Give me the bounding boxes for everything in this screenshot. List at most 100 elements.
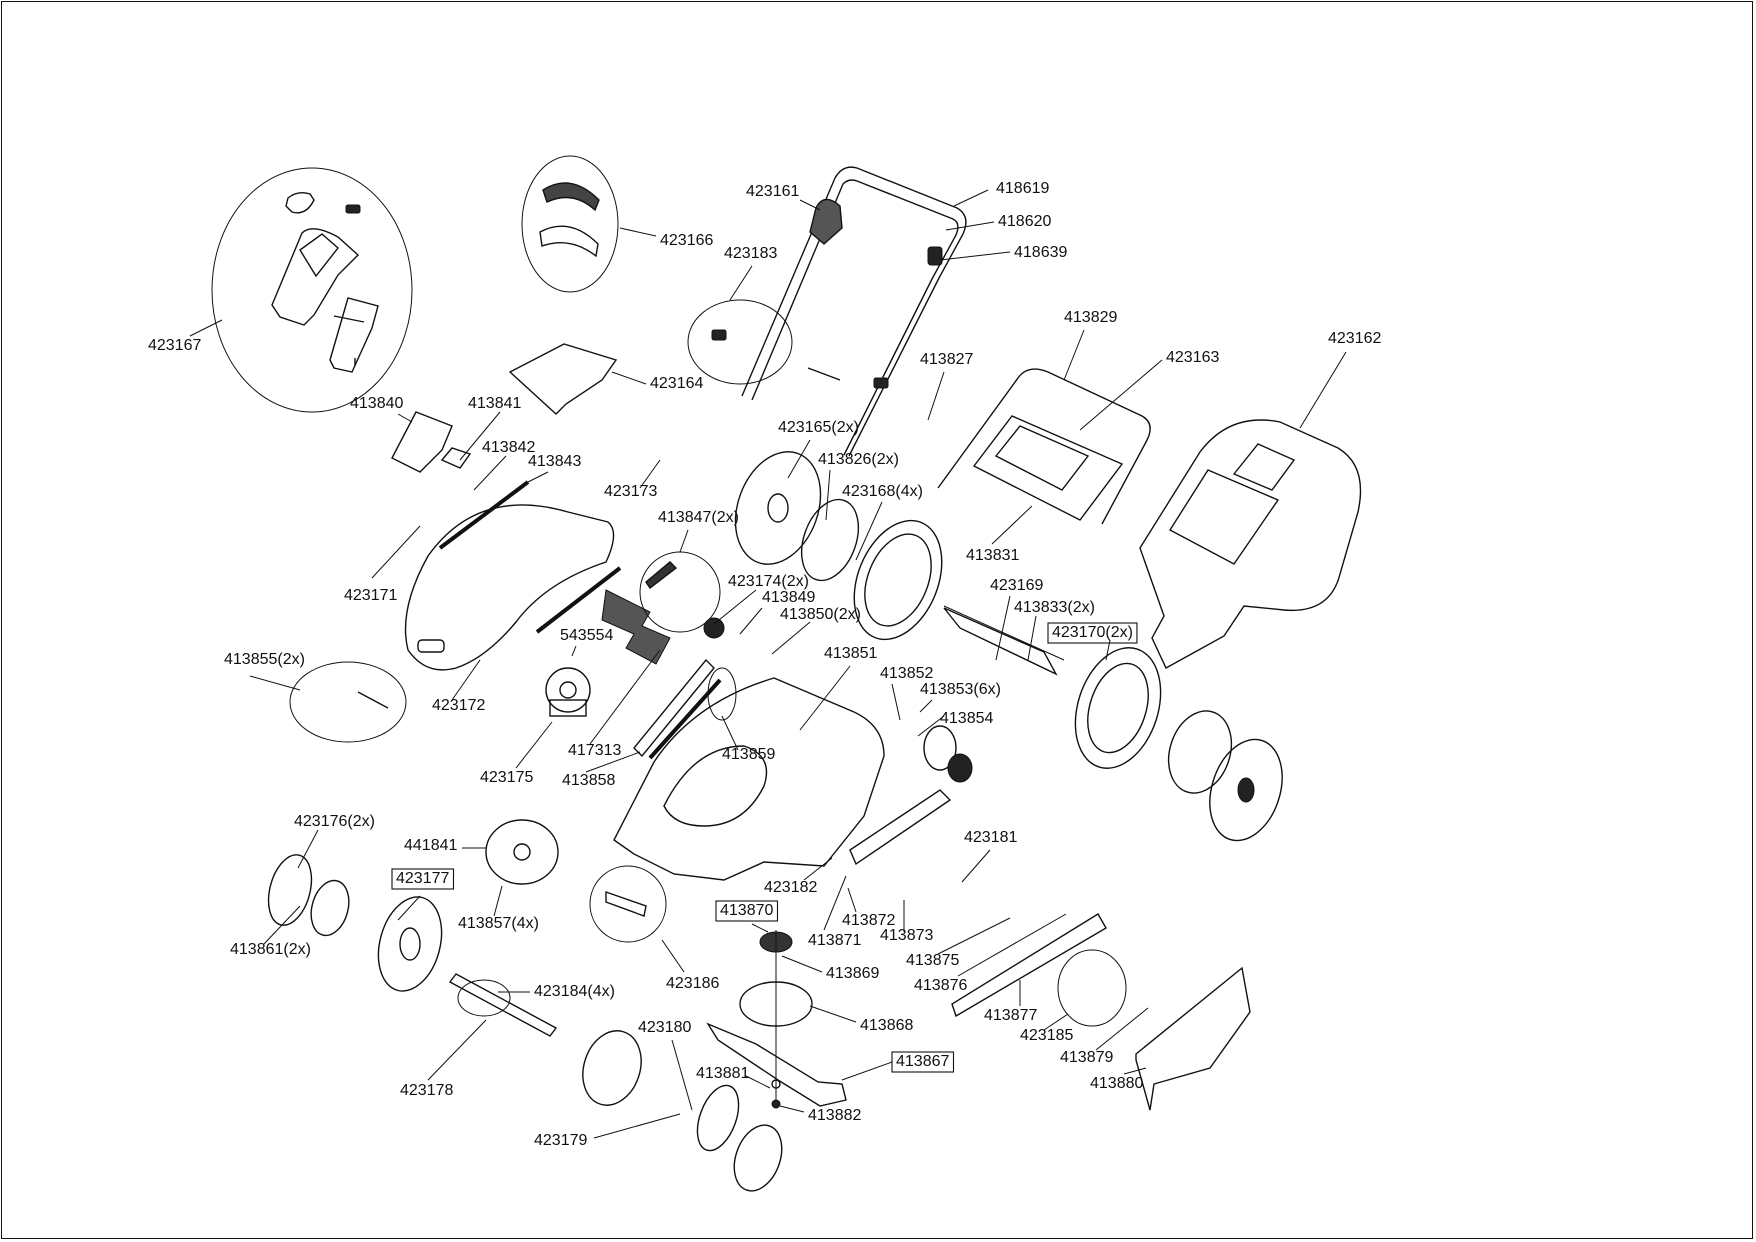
part-callout-413826: 413826(2x)	[818, 451, 899, 468]
leader-line-413849	[739, 607, 763, 635]
leader-line-423186	[661, 939, 685, 973]
part-illustrations	[211, 155, 1362, 1192]
leader-line-413872	[847, 887, 857, 913]
leader-line-417313	[589, 649, 661, 745]
part-callout-413870: 413870	[720, 902, 773, 919]
leader-line-423177	[397, 895, 421, 921]
part-callout-413843: 413843	[528, 453, 581, 470]
callout-box-423170	[1047, 622, 1138, 644]
part-callout-413859: 413859	[722, 746, 775, 763]
part-callout-413872: 413872	[842, 912, 895, 929]
part-callout-413855: 413855(2x)	[224, 651, 305, 668]
part-callout-413851: 413851	[824, 645, 877, 662]
control-panel-illustration	[271, 191, 379, 373]
part-callout-413841: 413841	[468, 395, 521, 412]
leader-line-423164	[611, 371, 647, 385]
leader-line-413876	[957, 913, 1067, 977]
part-callout-413879: 413879	[1060, 1049, 1113, 1066]
part-callout-423162: 423162	[1328, 330, 1381, 347]
leader-line-423175	[515, 721, 553, 769]
part-callout-418619: 418619	[996, 180, 1049, 197]
part-callout-413852: 413852	[880, 665, 933, 682]
part-callout-423179: 423179	[534, 1132, 587, 1149]
part-callout-423176: 423176(2x)	[294, 813, 375, 830]
part-callout-423170: 423170(2x)	[1052, 624, 1133, 641]
part-callout-413877: 413877	[984, 1007, 1037, 1024]
part-callout-423172: 423172	[432, 697, 485, 714]
leader-line-423163	[1079, 359, 1163, 431]
part-callout-413850: 413850(2x)	[780, 606, 861, 623]
deck-illustration	[613, 677, 885, 881]
part-callout-413858: 413858	[562, 772, 615, 789]
grass-catcher-illustration	[1139, 419, 1362, 669]
part-callout-423171: 423171	[344, 587, 397, 604]
part-callout-413857: 413857(4x)	[458, 915, 539, 932]
part-callout-413875: 413875	[906, 952, 959, 969]
leader-line-413827	[927, 371, 945, 421]
part-callout-413849: 413849	[762, 589, 815, 606]
part-callout-423180: 423180	[638, 1019, 691, 1036]
leader-line-423172	[451, 659, 481, 701]
leader-line-413858	[585, 751, 641, 773]
part-callout-441841: 441841	[404, 837, 457, 854]
leader-line-423171	[371, 525, 421, 579]
part-callout-423185: 423185	[1020, 1027, 1073, 1044]
detail-circle-control-panel	[211, 167, 413, 413]
detail-circle-handle-lock	[687, 299, 793, 385]
part-callout-413873: 413873	[880, 927, 933, 944]
leader-line-413881	[745, 1075, 771, 1089]
leader-line-423165	[787, 439, 811, 479]
part-callout-423165: 423165(2x)	[778, 419, 859, 436]
part-callout-423178: 423178	[400, 1082, 453, 1099]
leader-line-413831	[991, 505, 1033, 545]
part-callout-423182: 423182	[764, 879, 817, 896]
leader-line-413853	[919, 699, 933, 713]
part-callout-543554: 543554	[560, 627, 613, 644]
part-callout-418620: 418620	[998, 213, 1051, 230]
leader-line-423179	[593, 1113, 681, 1139]
leader-line-413843	[527, 471, 549, 483]
handle-illustration	[741, 166, 967, 457]
callout-box-413870	[715, 900, 779, 922]
part-callout-423169: 423169	[990, 577, 1043, 594]
part-callout-413871: 413871	[808, 932, 861, 949]
part-callout-423167: 423167	[148, 337, 201, 354]
leader-line-413875	[937, 917, 1011, 955]
part-callout-413840: 413840	[350, 395, 403, 412]
leader-line-423168	[855, 501, 883, 561]
part-callout-413854: 413854	[940, 710, 993, 727]
part-callout-423181: 423181	[964, 829, 1017, 846]
leader-line-413852	[891, 683, 901, 721]
leader-line-413880	[1123, 1067, 1147, 1075]
part-callout-423174: 423174(2x)	[728, 573, 809, 590]
leader-line-423169	[995, 595, 1011, 661]
part-callout-423163: 423163	[1166, 349, 1219, 366]
part-callout-413833: 413833(2x)	[1014, 599, 1095, 616]
part-callout-413861: 413861(2x)	[230, 941, 311, 958]
leader-line-418619	[953, 189, 989, 207]
leader-line-423173	[639, 459, 661, 489]
part-callout-423168: 423168(4x)	[842, 483, 923, 500]
leader-line-423161	[799, 199, 821, 211]
leader-line-423162	[1299, 351, 1347, 429]
leader-line-413857	[493, 885, 503, 917]
leader-line-423181	[961, 849, 991, 883]
part-callout-423177: 423177	[396, 870, 449, 887]
part-callout-423173: 423173	[604, 483, 657, 500]
callout-box-423177	[391, 868, 455, 890]
part-callout-413882: 413882	[808, 1107, 861, 1124]
part-callout-423166: 423166	[660, 232, 713, 249]
part-callout-418639: 418639	[1014, 244, 1067, 261]
detail-circle-handle-cover	[521, 155, 619, 293]
leader-line-423182	[803, 857, 833, 881]
leader-line-413867	[841, 1061, 893, 1081]
leader-lines	[189, 189, 1347, 1139]
part-callout-413869: 413869	[826, 965, 879, 982]
leader-line-413847	[679, 529, 689, 553]
leader-line-423183	[729, 265, 753, 301]
motor-housing-illustration	[404, 504, 615, 671]
leader-line-413871	[823, 875, 847, 931]
part-callout-413880: 413880	[1090, 1075, 1143, 1092]
